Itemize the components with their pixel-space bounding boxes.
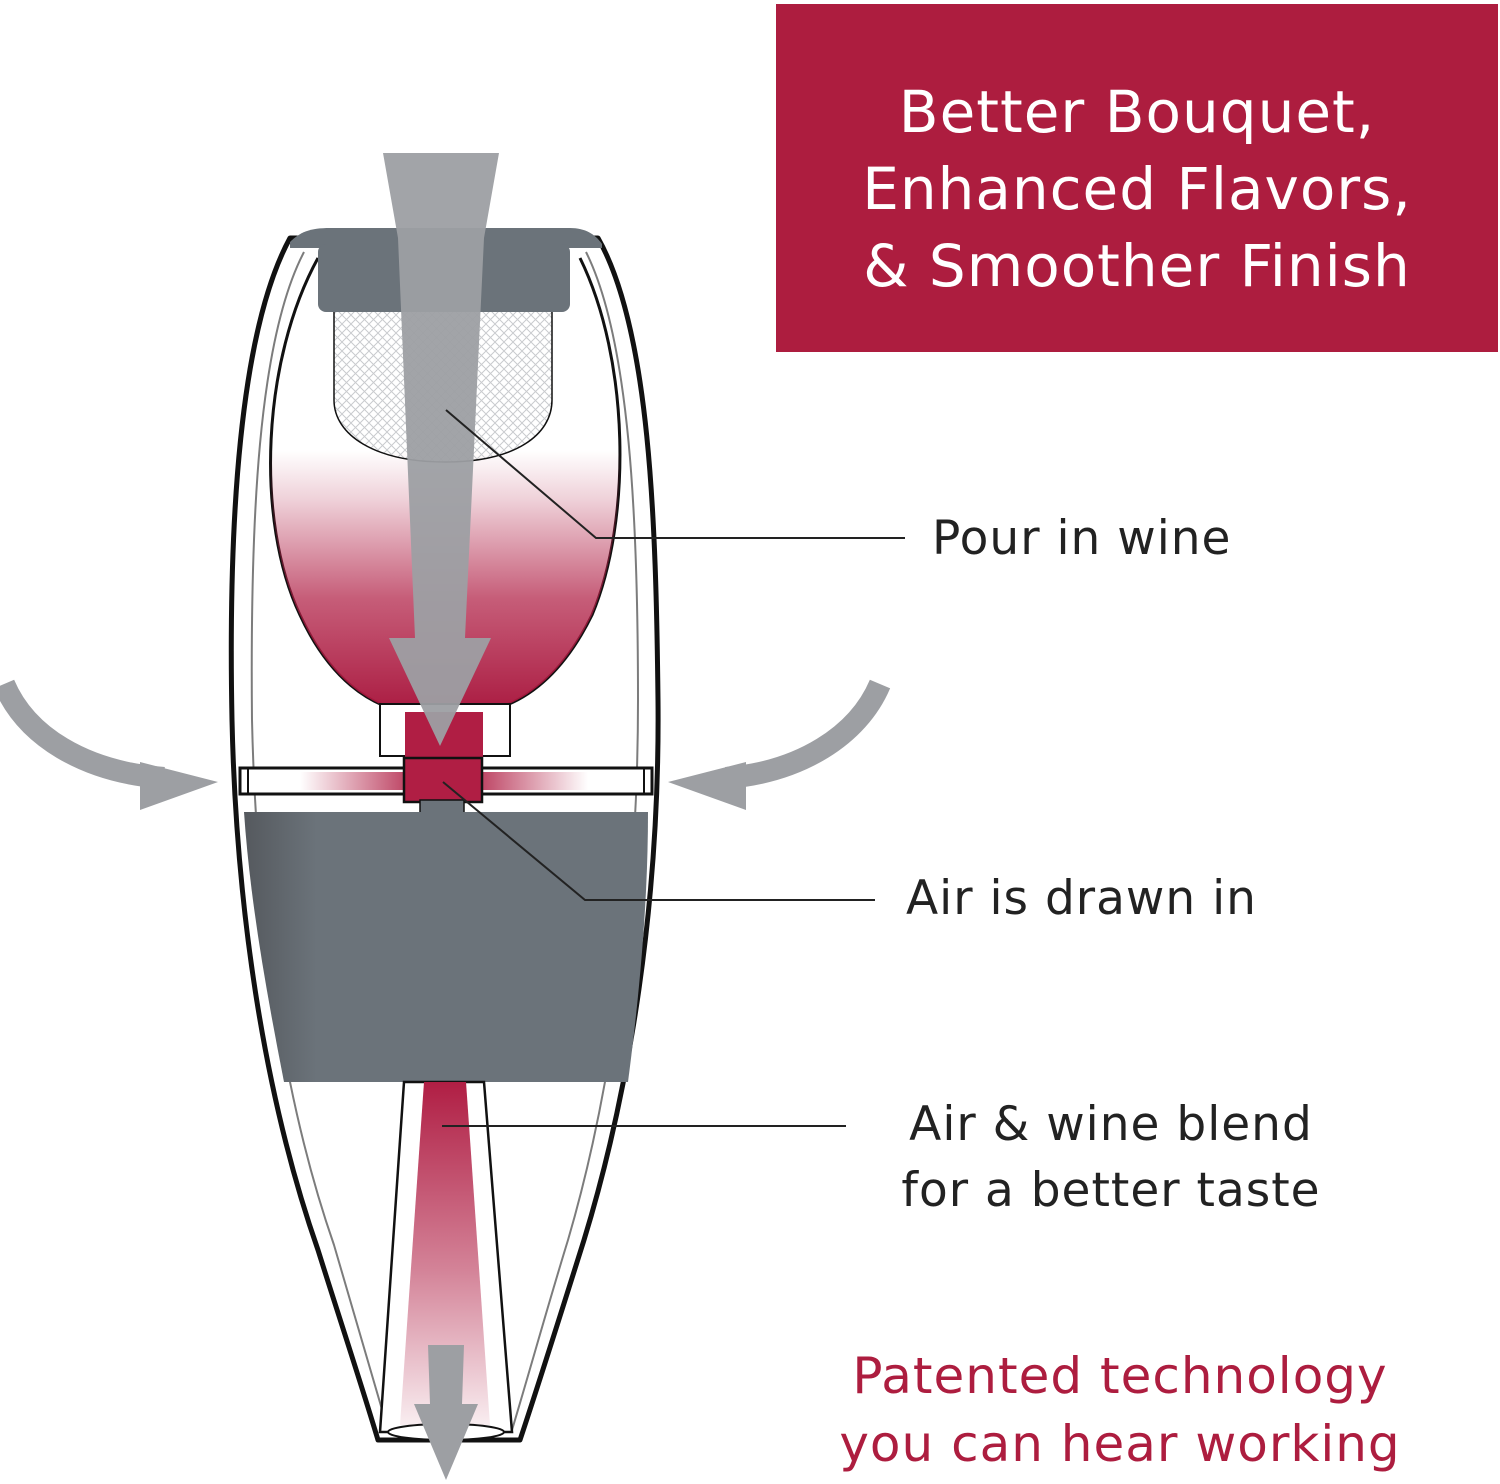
tagline: Patented technology you can hear working bbox=[810, 1342, 1430, 1478]
curved-arrow-icon bbox=[725, 679, 891, 789]
callout-pour: Pour in wine bbox=[932, 506, 1231, 572]
tagline-line: you can hear working bbox=[839, 1415, 1401, 1473]
tagline-line: Patented technology bbox=[852, 1347, 1388, 1405]
air-flow-left bbox=[300, 772, 410, 790]
callout-blend-line: for a better taste bbox=[901, 1163, 1321, 1218]
venturi-valve bbox=[402, 756, 484, 804]
leader-line-air bbox=[442, 781, 875, 901]
callout-air-text: Air is drawn in bbox=[906, 871, 1257, 926]
curved-arrow-icon bbox=[140, 762, 218, 810]
grip-band bbox=[244, 812, 648, 1082]
headline-banner: Better Bouquet, Enhanced Flavors, & Smoo… bbox=[776, 4, 1498, 352]
arrow-down-icon bbox=[383, 153, 499, 746]
air-flow-right bbox=[478, 772, 588, 790]
curved-arrow-icon bbox=[668, 762, 746, 810]
callout-blend: Air & wine blend for a better taste bbox=[868, 1092, 1354, 1224]
callout-blend-line: Air & wine blend bbox=[909, 1097, 1313, 1152]
headline-line: Better Bouquet, bbox=[898, 78, 1376, 146]
curved-arrow-icon bbox=[0, 679, 165, 789]
headline-line: Enhanced Flavors, bbox=[862, 155, 1412, 223]
leader-line-pour bbox=[445, 409, 905, 539]
arrow-down-icon bbox=[414, 1345, 478, 1480]
headline-background bbox=[776, 4, 1498, 352]
callout-air: Air is drawn in bbox=[906, 866, 1257, 932]
wine-stream bbox=[400, 1082, 490, 1425]
callout-pour-text: Pour in wine bbox=[932, 511, 1232, 566]
headline-line: & Smoother Finish bbox=[863, 232, 1411, 300]
